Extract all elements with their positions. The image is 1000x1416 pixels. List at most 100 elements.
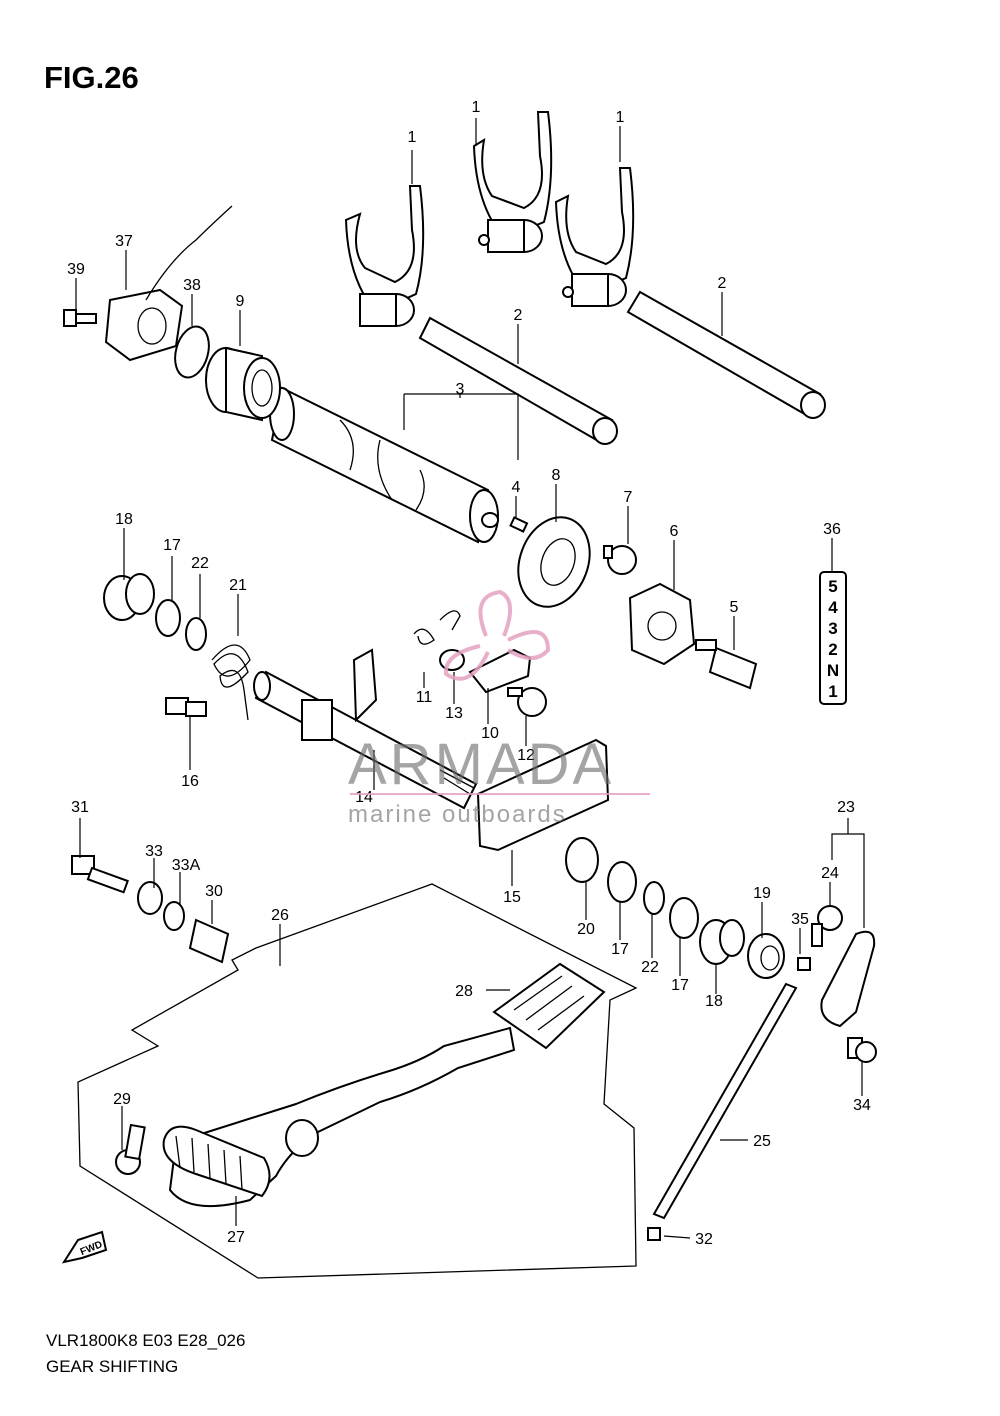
callout-label: 30 (205, 883, 223, 900)
leader-lines (75, 118, 865, 1239)
cam-pin (509, 516, 529, 533)
callout-label: 12 (517, 747, 535, 764)
gear-indicator-digits: 5 4 3 2N 1 (827, 577, 839, 701)
callout-label: 20 (577, 921, 595, 938)
callout-label: 38 (183, 277, 201, 294)
pedal-assembly-outline (77, 883, 638, 1279)
callout-label: 17 (163, 537, 181, 554)
joint-24 (811, 905, 843, 947)
washer-17-lower-b (669, 897, 699, 939)
callout-label: 34 (853, 1097, 871, 1114)
shift-rod-25 (647, 982, 798, 1241)
callout-labels: 1112234567891011121314151617171718181920… (67, 99, 871, 1248)
washer-17-lower-a (607, 861, 637, 903)
ball-bearing-8 (517, 516, 591, 608)
callout-label: 22 (191, 555, 209, 572)
callout-label: 8 (552, 467, 561, 484)
nut-35 (797, 957, 811, 971)
circlip-22-lower (643, 881, 665, 915)
gearshift-cam (269, 386, 499, 544)
oil-seal-18-lower (699, 919, 745, 965)
callout-label: 4 (512, 479, 521, 496)
washer-33a (163, 901, 185, 931)
gear-indicator-digit: 2 (828, 640, 837, 659)
callout-label: 27 (227, 1229, 245, 1246)
callout-label: 1 (616, 109, 625, 126)
callout-label: 36 (823, 521, 841, 538)
callout-label: 2 (514, 307, 523, 324)
lever-pivot-hole (285, 1119, 319, 1157)
gear-indicator-frame (819, 571, 847, 705)
section-title: GEAR SHIFTING (46, 1357, 179, 1376)
spring-11 (413, 610, 461, 645)
callout-label: 21 (229, 577, 247, 594)
stopper-bolt-16 (165, 697, 207, 717)
shift-fork-left (344, 185, 425, 327)
pivot-bolt-31 (71, 855, 129, 894)
gear-indicator-digit: 3 (828, 619, 837, 638)
gear-indicator-digit: N (827, 661, 839, 680)
washer-33 (137, 881, 163, 915)
watermark-tagline: marine outboards (348, 801, 567, 828)
shift-fork-center (472, 111, 553, 253)
callout-label: 11 (416, 689, 433, 706)
callout-label: 17 (611, 941, 629, 958)
callout-label: 3 (456, 381, 465, 398)
callout-label: 10 (481, 725, 499, 742)
gearshift-shaft-14 (253, 648, 478, 810)
model-code: VLR1800K8 E03 E28_026 (46, 1331, 246, 1350)
cam-pin-5 (695, 639, 758, 690)
return-spring-21 (211, 644, 251, 721)
callout-label: 18 (705, 993, 723, 1010)
callout-label: 33A (172, 857, 201, 874)
washer-17-upper (155, 599, 181, 637)
shift-fork-right (554, 167, 635, 307)
spring-20 (565, 837, 599, 883)
callout-label: 23 (837, 799, 855, 816)
bolt-12 (507, 687, 547, 717)
figure-title: FIG.26 (44, 60, 139, 95)
watermark-brand: ARMADA (348, 732, 614, 797)
callout-label: 35 (791, 911, 809, 928)
propeller-logo-icon (443, 589, 551, 681)
callout-label: 6 (670, 523, 679, 540)
callout-label: 24 (821, 865, 839, 882)
callout-label: 5 (730, 599, 739, 616)
callout-label: 18 (115, 511, 133, 528)
callout-label: 2 (718, 275, 727, 292)
bearing-19 (747, 933, 785, 979)
callout-label: 16 (181, 773, 199, 790)
callout-label: 37 (115, 233, 133, 250)
needle-bearing-9 (205, 346, 281, 422)
bolt-34 (847, 1037, 877, 1063)
gear-indicator-digit: 4 (828, 598, 838, 617)
bolt-7 (603, 545, 637, 575)
callout-label: 32 (695, 1231, 713, 1248)
watermark: ARMADA marine outboards (348, 589, 650, 828)
callout-label: 26 (271, 907, 289, 924)
shift-link-arm-23 (820, 930, 876, 1028)
callout-label: 1 (408, 129, 417, 146)
fork-shaft-left (418, 316, 618, 445)
callout-label: 29 (113, 1091, 131, 1108)
callout-label: 39 (67, 261, 85, 278)
callout-label: 19 (753, 885, 771, 902)
callout-label: 1 (472, 99, 481, 116)
callout-label: 33 (145, 843, 163, 860)
callout-label: 15 (503, 889, 521, 906)
callout-label: 31 (71, 799, 89, 816)
callout-label: 17 (671, 977, 689, 994)
circlip-22-upper (185, 617, 207, 651)
fwd-arrow-icon: FWD (61, 1230, 108, 1264)
footrest-boot-27 (162, 1125, 271, 1198)
callout-label: 22 (641, 959, 659, 976)
gear-indicator-digit: 1 (828, 682, 837, 701)
cam-driven-gear-6 (628, 582, 696, 666)
callout-label: 9 (236, 293, 245, 310)
oil-seal-18-upper (103, 573, 155, 621)
cam-stopper-10 (468, 648, 532, 694)
bushing-30 (188, 918, 230, 964)
pedal-rubber-28 (492, 962, 606, 1050)
gear-indicator-digit: 5 (828, 577, 837, 596)
